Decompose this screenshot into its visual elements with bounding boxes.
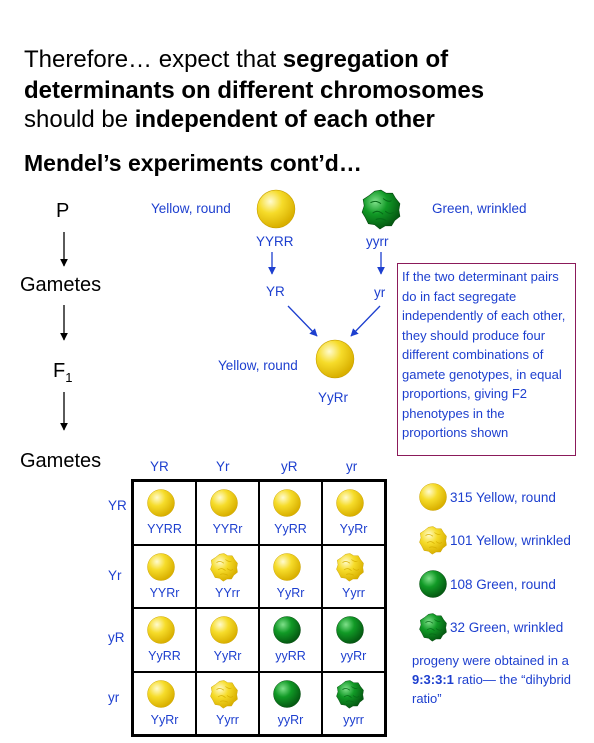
punnett-col-header: yr — [346, 459, 358, 474]
pea-green-wrinkled-icon — [335, 679, 365, 709]
pea-yellow-round-icon — [146, 615, 176, 645]
punnett-cell-genotype: YyRR — [148, 649, 181, 663]
pea-yellow-round-icon — [335, 488, 365, 518]
pea-yellow-round-icon — [146, 679, 176, 709]
pea-green-wrinkled-icon — [360, 188, 402, 230]
legend-item-label: 315 Yellow, round — [450, 490, 556, 505]
heading-bold: segregation of — [282, 46, 449, 73]
pea-green-round-icon — [272, 679, 302, 709]
punnett-cell: YyRr — [322, 481, 385, 545]
arrow-right-gamete-to-f1 — [350, 305, 381, 337]
pea-yellow-round-icon — [255, 188, 297, 230]
gamete-right: yr — [374, 285, 386, 300]
label-f1-subscript: 1 — [65, 370, 73, 385]
pea-yellow-round-icon — [314, 338, 356, 380]
punnett-cell: YYRr — [196, 481, 259, 545]
punnett-cell-genotype: YyRr — [150, 712, 179, 727]
gamete-left: YR — [266, 284, 285, 299]
heading-text: Therefore… expect that — [24, 46, 283, 73]
punnett-cell-genotype: yyRr — [277, 712, 304, 727]
parent-left-genotype: YYRR — [256, 234, 294, 249]
parent-left-label: Yellow, round — [151, 201, 231, 216]
punnett-row-header: yr — [108, 690, 120, 705]
label-gametes-1: Gametes — [20, 274, 102, 296]
heading-line-3: should be independent of each other — [24, 104, 435, 135]
footnote-text: progeny were obtained in a — [412, 653, 569, 668]
punnett-cell-genotype: yyRR — [275, 649, 306, 663]
punnett-col-header: yR — [281, 459, 298, 474]
pea-green-wrinkled-icon — [418, 612, 448, 642]
punnett-row-header: yR — [108, 630, 125, 645]
punnett-cell-genotype: Yyrr — [216, 712, 239, 727]
punnett-cell-genotype: YYrr — [215, 585, 240, 600]
punnett-cell: yyrr — [322, 671, 385, 735]
punnett-cell-genotype: YyRr — [276, 585, 305, 600]
heading-bold: independent of each other — [134, 106, 435, 133]
punnett-cell: YYrr — [196, 544, 259, 608]
heading-line-2: determinants on different chromosomes — [24, 75, 484, 106]
legend-item-label: 108 Green, round — [450, 577, 556, 592]
pea-yellow-round-icon — [146, 488, 176, 518]
heading-text: should be — [24, 106, 135, 133]
pea-yellow-round-icon — [418, 482, 448, 512]
punnett-col-header: YR — [150, 459, 169, 474]
punnett-cell-genotype: YyRr — [213, 649, 242, 663]
punnett-cell-genotype: yyRr — [340, 649, 367, 663]
punnett-cell-genotype: YYRr — [149, 585, 180, 600]
pea-yellow-round-icon — [209, 615, 239, 645]
label-f1-letter: F — [53, 360, 66, 382]
footnote-text: ratio— the “dihybrid ratio” — [412, 672, 571, 706]
parent-right-label: Green, wrinkled — [432, 201, 527, 216]
pea-yellow-round-icon — [272, 488, 302, 518]
punnett-cell: YyRr — [133, 671, 196, 735]
pea-yellow-round-icon — [146, 552, 176, 582]
f1-phenotype-label: Yellow, round — [218, 358, 298, 373]
punnett-cell: Yyrr — [196, 671, 259, 735]
punnett-col-header: Yr — [216, 459, 230, 474]
parent-right-genotype: yyrr — [366, 234, 389, 249]
footnote-ratio: 9:3:3:1 — [412, 672, 454, 687]
pea-green-round-icon — [272, 615, 302, 645]
punnett-cell-genotype: YYRR — [147, 522, 182, 536]
ratio-footnote: progeny were obtained in a 9:3:3:1 ratio… — [412, 651, 582, 708]
punnett-cell: YyRr — [196, 608, 259, 672]
punnett-cell: yyRr — [322, 608, 385, 672]
punnett-cell: yyRr — [259, 671, 322, 735]
section-subtitle: Mendel’s experiments cont’d… — [24, 150, 362, 176]
label-gametes-2: Gametes — [20, 450, 102, 472]
pea-green-round-icon — [335, 615, 365, 645]
heading-bold: determinants on different chromosomes — [24, 77, 485, 104]
legend-item-label: 101 Yellow, wrinkled — [450, 533, 571, 548]
pea-yellow-wrinkled-icon — [418, 525, 448, 555]
punnett-row-header: Yr — [108, 568, 122, 583]
arrow-left-gamete-to-f1 — [287, 305, 318, 337]
punnett-cell-genotype: Yyrr — [342, 585, 365, 600]
punnett-row-header: YR — [108, 498, 127, 513]
punnett-cell: YyRR — [133, 608, 196, 672]
pea-yellow-round-icon — [272, 552, 302, 582]
punnett-cell-genotype: YyRr — [339, 522, 368, 536]
punnett-cell: YyRR — [259, 481, 322, 545]
punnett-cell: YYRr — [133, 544, 196, 608]
punnett-cell-genotype: yyrr — [343, 712, 364, 727]
punnett-cell: Yyrr — [322, 544, 385, 608]
pea-yellow-wrinkled-icon — [209, 552, 239, 582]
legend-item-label: 32 Green, wrinkled — [450, 620, 564, 635]
explanation-note: If the two determinant pairs do in fact … — [397, 263, 576, 456]
pea-green-round-icon — [418, 569, 448, 599]
label-p: P — [56, 200, 70, 222]
label-f1: F1 — [53, 360, 72, 385]
pea-yellow-wrinkled-icon — [209, 679, 239, 709]
punnett-cell-genotype: YYRr — [212, 522, 243, 536]
punnett-cell: yyRR — [259, 608, 322, 672]
punnett-cell: YyRr — [259, 544, 322, 608]
pea-yellow-round-icon — [209, 488, 239, 518]
pea-yellow-wrinkled-icon — [335, 552, 365, 582]
punnett-cell: YYRR — [133, 481, 196, 545]
f1-genotype: YyRr — [318, 390, 348, 405]
heading-line-1: Therefore… expect that segregation of — [24, 44, 448, 75]
punnett-cell-genotype: YyRR — [274, 522, 307, 536]
